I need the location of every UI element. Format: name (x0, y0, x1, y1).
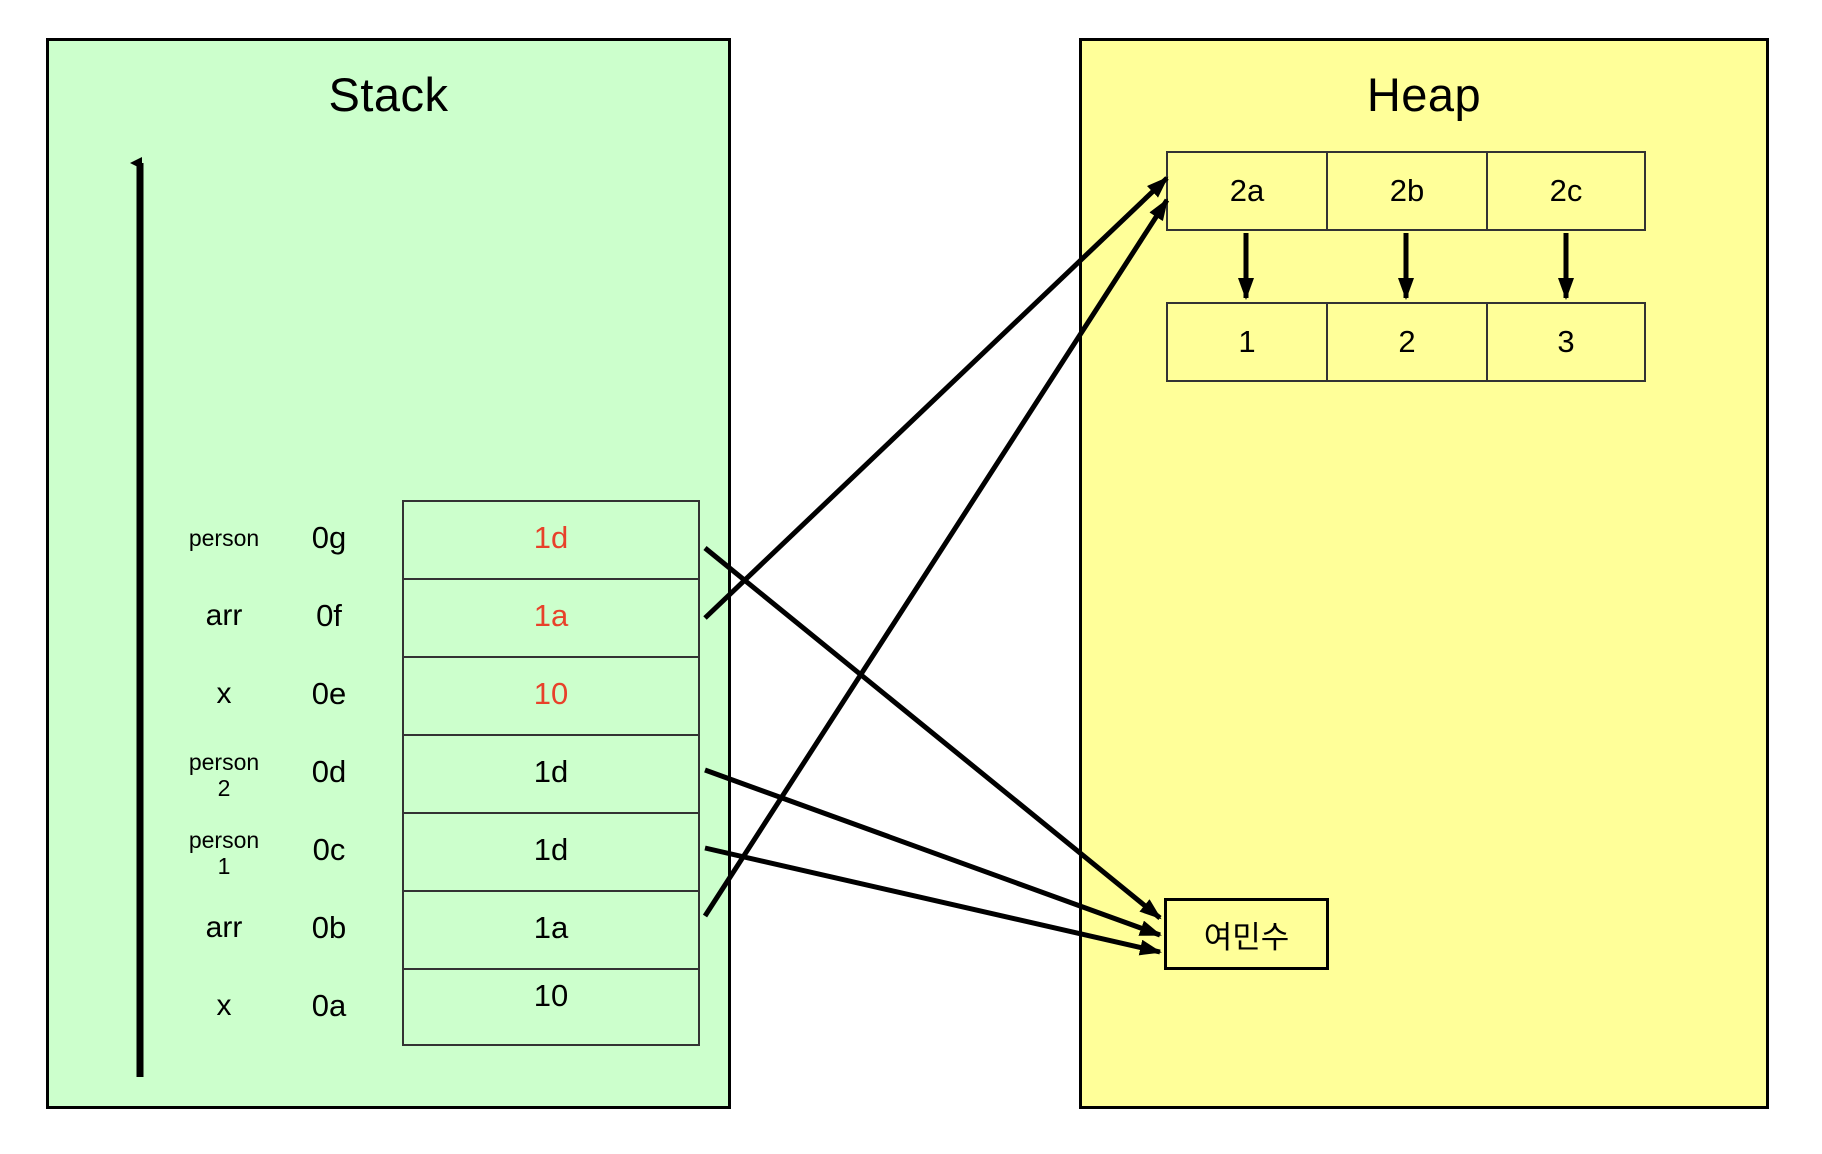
heap-panel-title: Heap (1366, 68, 1482, 121)
stack-row-cell: 1d (402, 812, 700, 890)
heap-address-cell: 2c (1486, 151, 1646, 231)
stack-row-variable-name: arr (205, 911, 243, 944)
stack-row-address: 0b (311, 910, 347, 945)
stack-panel-title: Stack (328, 68, 449, 121)
stack-row-cell: 1d (402, 734, 700, 812)
stack-row-cell: 10 (402, 968, 700, 1046)
heap-value-cell: 1 (1166, 302, 1326, 382)
stack-row-address: 0a (311, 988, 347, 1023)
stack-row-value: 1a (533, 910, 569, 945)
heap-panel: Heap (1079, 38, 1769, 1109)
stack-row-address: 0d (311, 754, 347, 789)
stack-row: x 0e 10 (49, 656, 734, 734)
stack-row-value: 1a (533, 598, 569, 633)
stack-row-value: 1d (533, 520, 569, 555)
heap-address-cell: 2b (1326, 151, 1486, 231)
stack-row-address: 0c (312, 832, 346, 867)
heap-value-cell: 3 (1486, 302, 1646, 382)
stack-row-address: 0f (316, 598, 342, 633)
stack-growth-direction-arrow (130, 157, 144, 1077)
stack-row-value: 10 (533, 978, 569, 1013)
stack-row-cell: 1d (402, 500, 700, 578)
stack-row: person 0g 1d (49, 500, 734, 578)
stack-row-address: 0e (311, 676, 347, 711)
heap-value-cell: 2 (1326, 302, 1486, 382)
stack-row-variable-name: arr (205, 599, 243, 632)
stack-row-cell: 1a (402, 578, 700, 656)
heap-address-cell: 2a (1166, 151, 1326, 231)
heap-string-object: 여민수 (1164, 898, 1329, 970)
stack-row-value: 10 (533, 676, 569, 711)
stack-row-variable-name: x (216, 989, 232, 1022)
stack-row-cell: 10 (402, 656, 700, 734)
stack-row-cell: 1a (402, 890, 700, 968)
stack-row-address: 0g (311, 520, 347, 555)
stack-row-value: 1d (533, 832, 569, 867)
stack-row-variable-name: person (188, 525, 260, 551)
stack-row-value: 1d (533, 754, 569, 789)
stack-row: arr 0f 1a (49, 578, 734, 656)
stack-row-variable-name: x (216, 677, 232, 710)
stack-row: arr 0b 1a (49, 890, 734, 968)
stack-row: x 0a 10 (49, 968, 734, 1046)
